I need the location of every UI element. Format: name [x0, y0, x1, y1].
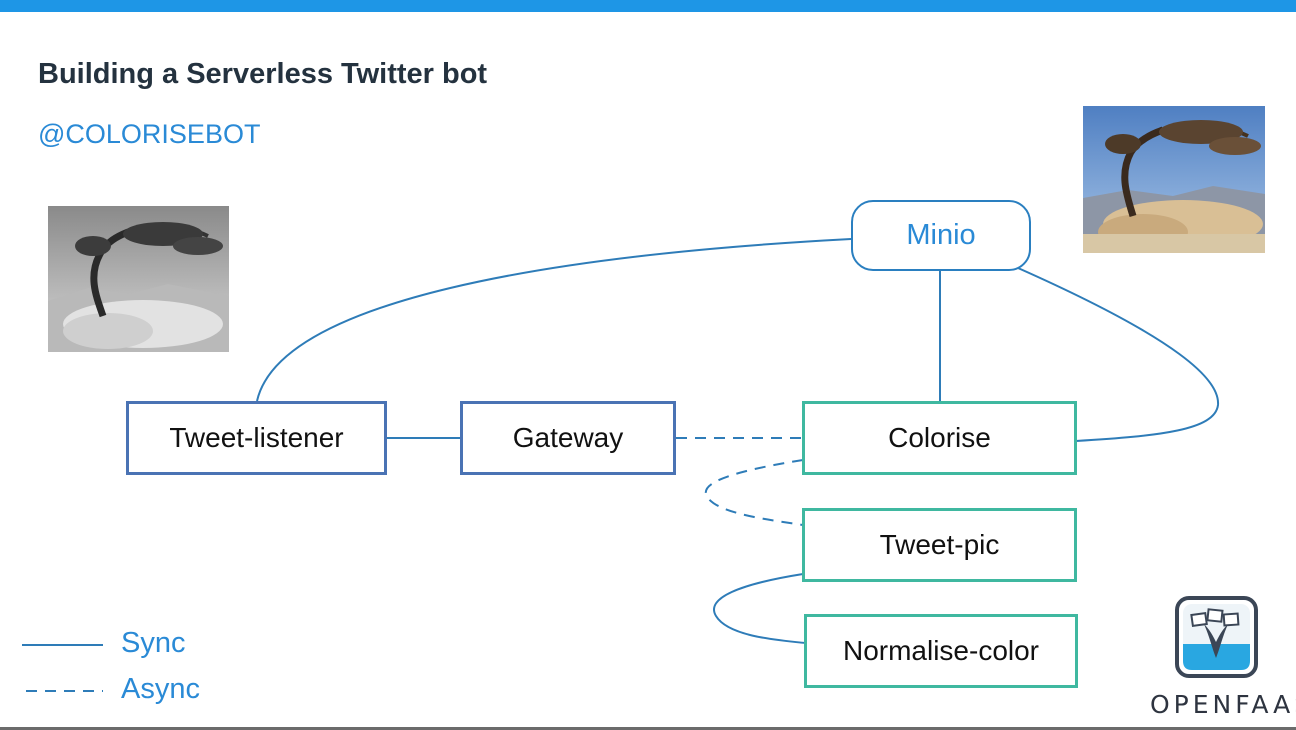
sync-wire-tweetpic-normalise: [713, 573, 806, 644]
colorised-tree-image: [1083, 106, 1265, 253]
sync-wire-minio-colorise-loop: [1017, 267, 1220, 442]
bottom-border: [0, 727, 1296, 730]
legend-sync-label: Sync: [121, 627, 186, 659]
tweet-listener-node: Tweet-listener: [126, 401, 387, 475]
slide-title: Building a Serverless Twitter bot: [38, 58, 488, 90]
tweet-pic-node: Tweet-pic: [802, 508, 1077, 582]
async-wire-colorise-tweetpic: [704, 459, 804, 526]
minio-node: Minio: [851, 200, 1031, 271]
top-accent-bar: [0, 0, 1296, 12]
black-and-white-tree-image: [48, 206, 229, 352]
normalise-color-node: Normalise-color: [804, 614, 1078, 688]
sync-wire-listener-minio: [256, 238, 852, 402]
twitter-handle: @COLORISEBOT: [38, 119, 261, 149]
openfaas-logo-text: OPENFAAS: [1150, 690, 1296, 719]
openfaas-logo-icon: [1150, 596, 1286, 720]
colorise-node: Colorise: [802, 401, 1077, 475]
gateway-node: Gateway: [460, 401, 676, 475]
legend-async-label: Async: [121, 673, 200, 705]
